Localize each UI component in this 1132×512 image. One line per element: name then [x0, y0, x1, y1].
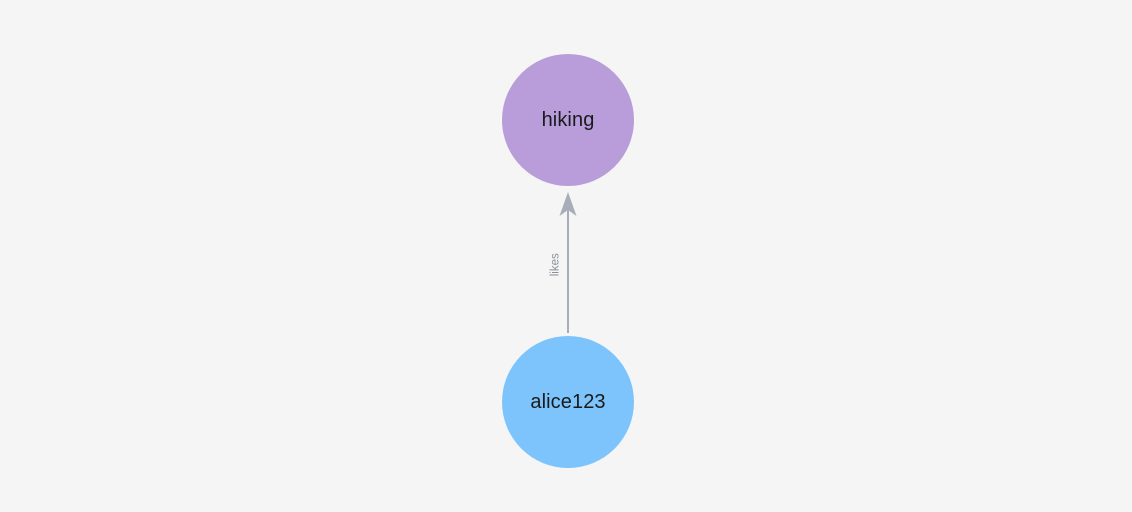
- graph-node-hiking[interactable]: hiking: [502, 54, 634, 186]
- graph-node-label: alice123: [530, 391, 606, 413]
- graph-node-alice123[interactable]: alice123: [502, 336, 634, 468]
- edge-arrowhead-icon: [559, 192, 577, 216]
- graph-edge-label-likes: likes: [549, 253, 562, 277]
- graph-node-label: hiking: [541, 109, 595, 131]
- edge-alice123-likes-hiking[interactable]: [559, 192, 577, 333]
